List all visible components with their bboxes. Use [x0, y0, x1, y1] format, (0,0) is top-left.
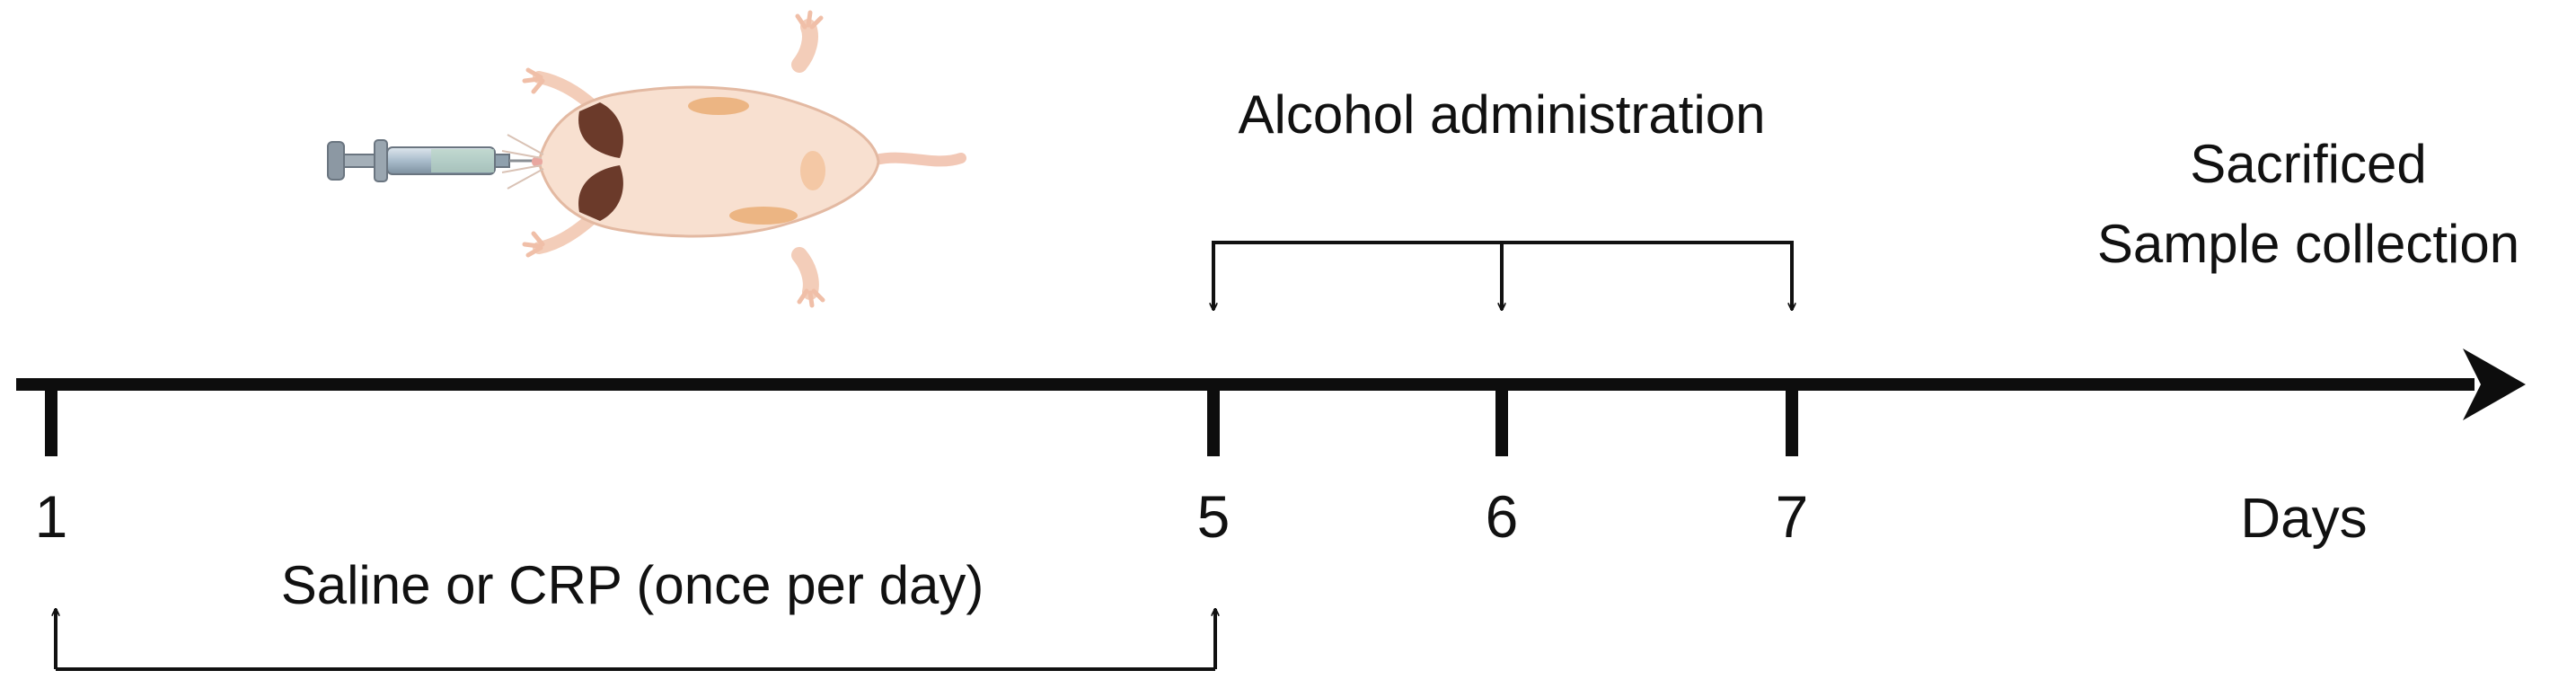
mouse-icon [501, 10, 966, 308]
tick-label-1: 1 [35, 483, 68, 550]
tick-day-7 [1786, 384, 1798, 456]
tick-label-7: 7 [1776, 483, 1809, 550]
treatment-label: Saline or CRP (once per day) [281, 555, 984, 615]
tick-day-6 [1495, 384, 1508, 456]
timeline-ticks [45, 384, 1798, 456]
sacrifice-label-line1: Sacrificed [2190, 134, 2426, 194]
tick-label-5: 5 [1197, 483, 1231, 550]
alcohol-bracket [1213, 241, 1792, 310]
treatment-bracket [56, 609, 1215, 671]
axis-unit-label: Days [2240, 488, 2367, 550]
tick-label-6: 6 [1486, 483, 1519, 550]
sacrifice-label-line2: Sample collection [2097, 214, 2519, 274]
timeline-axis [16, 348, 2526, 420]
tick-day-5 [1207, 384, 1220, 456]
alcohol-label: Alcohol administration [1239, 84, 1766, 145]
tick-day-1 [45, 384, 57, 456]
syringe-icon [327, 139, 534, 182]
